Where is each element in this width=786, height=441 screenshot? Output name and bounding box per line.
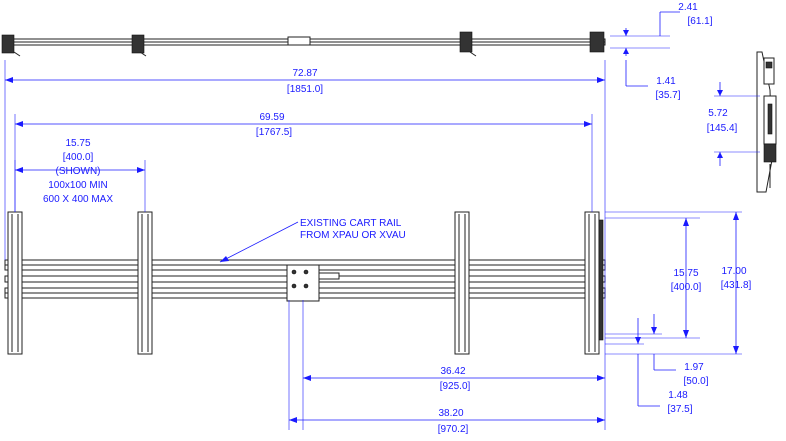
vesa-note-1: (SHOWN) (56, 166, 101, 177)
dim-vesa-spacing (14, 160, 146, 212)
side-view (756, 51, 777, 193)
upright-2 (137, 211, 153, 355)
top-view-bracket-2 (131, 34, 145, 54)
overall-width-mm: [1851.0] (287, 84, 323, 95)
dim-bottom-offset-a (605, 314, 676, 371)
vesa-spacing-in: 15.75 (65, 138, 90, 149)
callout-line-1: EXISTING CART RAIL (300, 218, 402, 229)
dim-center-offset-b (288, 300, 605, 430)
top-view-bracket-1 (1, 34, 15, 54)
center-offset-a-mm: [925.0] (440, 381, 471, 392)
vertical-vesa-in: 15.75 (673, 268, 698, 279)
bottom-offset-b-in: 1.48 (668, 390, 688, 401)
top-depth-in: 2.41 (678, 2, 698, 13)
overall-width-in: 72.87 (292, 68, 317, 79)
bottom-offset-b-mm: [37.5] (667, 404, 692, 415)
vertical-vesa-mm: [400.0] (671, 282, 702, 293)
upright-span-in: 69.59 (259, 112, 284, 123)
upright-4 (584, 211, 604, 355)
side-depth-in: 5.72 (708, 108, 728, 119)
dim-rail-height (625, 60, 648, 87)
top-view (1, 31, 606, 57)
side-depth-mm: [145.4] (707, 123, 738, 134)
vesa-note-3: 600 X 400 MAX (43, 194, 113, 205)
top-view-bracket-4 (589, 31, 605, 53)
dim-top-depth (610, 11, 680, 56)
upright-1 (7, 211, 23, 355)
overall-height-in: 17.00 (721, 266, 746, 277)
overall-height-mm: [431.8] (721, 280, 752, 291)
bottom-offset-a-mm: [50.0] (683, 376, 708, 387)
rail-height-in: 1.41 (656, 76, 676, 87)
upright-3 (454, 211, 470, 355)
center-plate (286, 264, 340, 302)
bottom-offset-a-in: 1.97 (684, 362, 704, 373)
center-offset-b-mm: [970.2] (438, 424, 469, 435)
upright-span-mm: [1767.5] (256, 127, 292, 138)
top-view-bracket-3 (459, 31, 473, 53)
dim-center-offset-a (302, 300, 605, 430)
callout-line-2: FROM XPAU OR XVAU (300, 230, 406, 241)
rail-height-mm: [35.7] (655, 90, 680, 101)
top-view-center-plate (287, 36, 311, 46)
front-view (4, 211, 606, 355)
dim-overall-width (4, 60, 606, 430)
top-depth-mm: [61.1] (687, 16, 712, 27)
vesa-spacing-mm: [400.0] (63, 152, 94, 163)
callout-leader (219, 221, 299, 263)
vesa-note-2: 100x100 MIN (48, 180, 107, 191)
dim-side-depth (714, 82, 760, 166)
center-offset-a-in: 36.42 (440, 366, 465, 377)
dim-vertical-vesa (605, 211, 742, 355)
dim-bottom-offset-b (605, 318, 660, 407)
center-offset-b-in: 38.20 (438, 408, 463, 419)
